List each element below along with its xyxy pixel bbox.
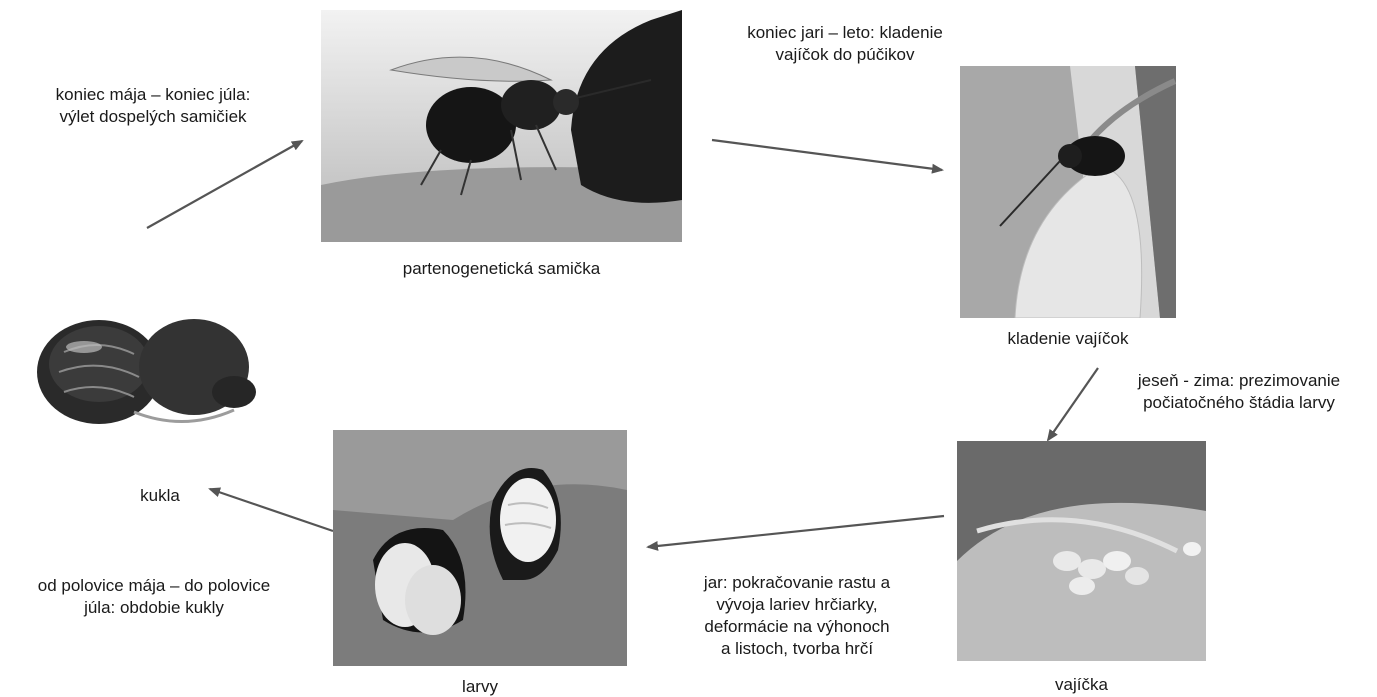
arrow-oviposition-to-eggs [1048, 368, 1098, 440]
eggs-caption: vajíčka [957, 674, 1206, 696]
adult-caption: partenogenetická samička [321, 258, 682, 280]
arrow-eggs-to-larvae [648, 516, 944, 547]
pupation-period-label: od polovice mája – do polovice júla: obd… [4, 575, 304, 619]
arrow-larvae-to-pupa [210, 489, 333, 531]
emergence-period-label: koniec mája – koniec júla: výlet dospelý… [18, 84, 288, 128]
wasp-on-leaf-photo [321, 10, 682, 242]
pupa-photo [24, 292, 274, 447]
arrow-pupa-to-adult [147, 141, 302, 228]
oviposition-caption: kladenie vajíčok [960, 328, 1176, 350]
larvae-photo [333, 430, 627, 666]
larvae-caption: larvy [333, 676, 627, 697]
overwintering-period-label: jeseň - zima: prezimovanie počiatočného … [1106, 370, 1372, 414]
eggs-photo [957, 441, 1206, 661]
wasp-on-bud-photo [960, 66, 1176, 318]
arrow-adult-to-oviposition [712, 140, 942, 170]
pupa-caption: kukla [110, 485, 210, 507]
spring-growth-period-label: jar: pokračovanie rastu a vývoja lariev … [666, 572, 928, 660]
egg-laying-period-label: koniec jari – leto: kladenie vajíčok do … [705, 22, 985, 66]
